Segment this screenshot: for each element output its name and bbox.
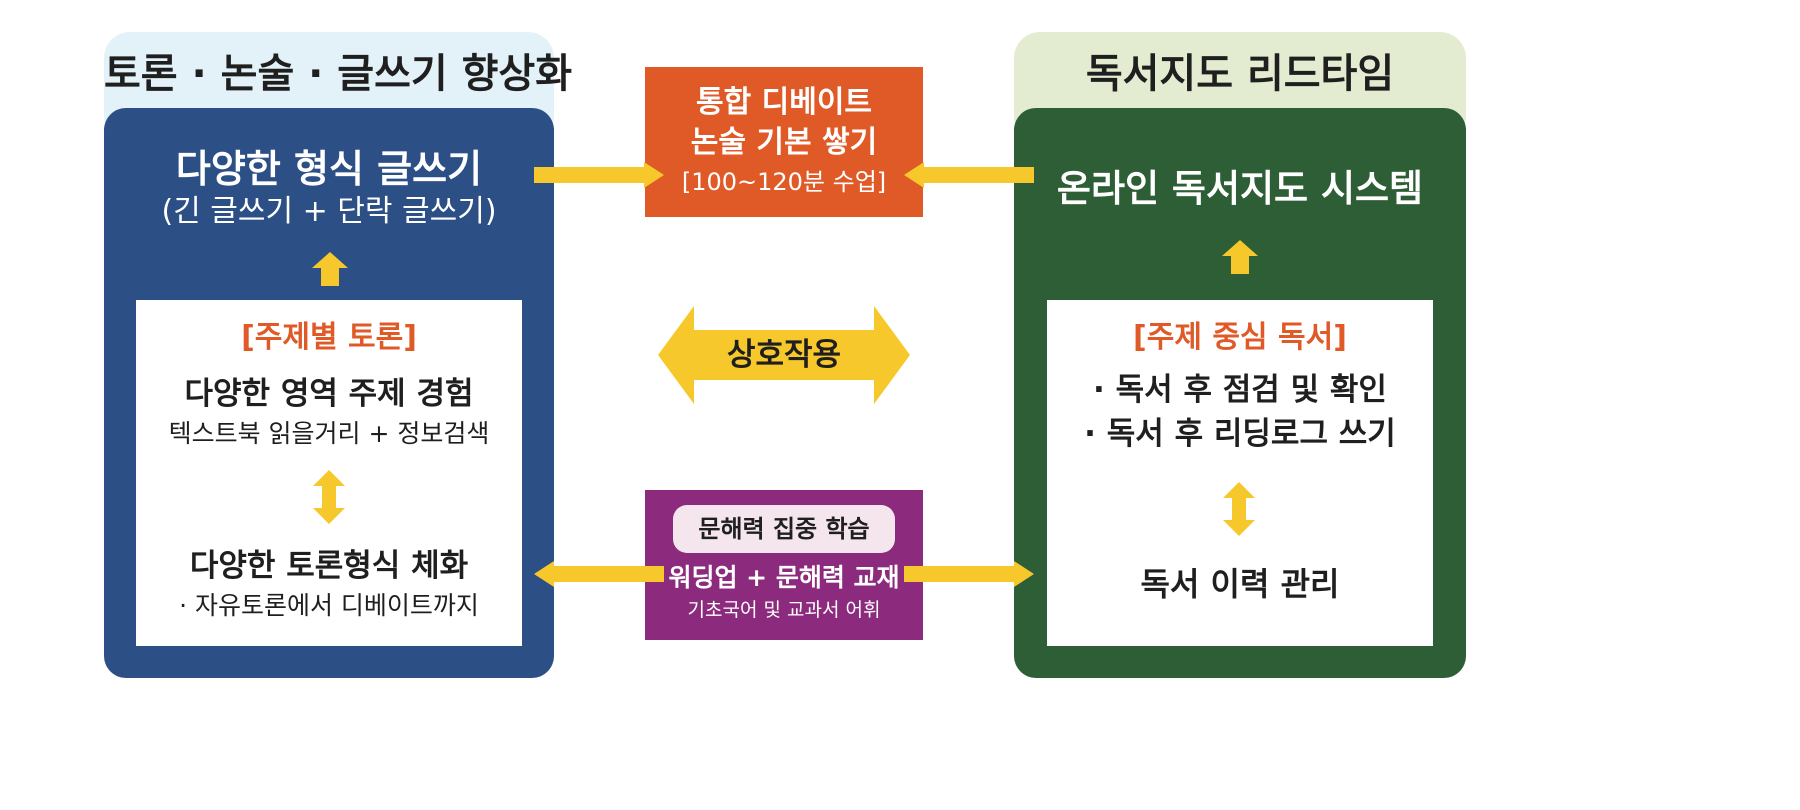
interaction-double-arrow-icon	[658, 306, 910, 404]
arrow-left-to-center-icon	[534, 162, 664, 188]
left-item1-sub: 텍스트북 읽을거리 + 정보검색	[168, 419, 490, 448]
right-inner-line1: · 독서 후 점검 및 확인	[1093, 372, 1387, 408]
left-inner-tag: [주제별 토론]	[241, 320, 417, 355]
right-up-arrow-icon	[1222, 240, 1258, 274]
left-panel-title: 토론 · 논술 · 글쓰기 향상화	[104, 51, 573, 97]
center-bottom-line2: 기초국어 및 교과서 어휘	[687, 599, 881, 621]
center-top-box	[645, 67, 923, 217]
left-up-arrow-icon	[312, 252, 348, 286]
right-inner-tag: [주제 중심 독서]	[1133, 320, 1347, 355]
right-inner-card	[1047, 300, 1433, 646]
left-item2-title: 다양한 토론형식 체화	[189, 548, 469, 584]
right-top-title: 온라인 독서지도 시스템	[1056, 167, 1424, 210]
left-top-title: 다양한 형식 글쓰기	[175, 147, 483, 191]
center-top-line3: [100~120분 수업]	[681, 168, 887, 196]
left-item2-sub: · 자유토론에서 디베이트까지	[179, 591, 479, 620]
right-updown-arrow-icon	[1223, 482, 1255, 536]
center-bottom-pill: 문해력 집중 학습	[673, 505, 895, 553]
center-top-line1: 통합 디베이트	[695, 85, 873, 120]
left-updown-arrow-icon	[313, 470, 345, 524]
center-top-line2: 논술 기본 쌓기	[690, 125, 878, 160]
right-inner-bottom: 독서 이력 관리	[1140, 565, 1340, 603]
right-panel-title: 독서지도 리드타임	[1085, 51, 1395, 97]
arrow-right-to-center-icon	[904, 162, 1034, 188]
interaction-label: 상호작용	[726, 337, 842, 373]
center-bottom-line1: 워딩업 + 문해력 교재	[668, 563, 900, 592]
right-inner-line2: · 독서 후 리딩로그 쓰기	[1084, 416, 1396, 452]
left-top-subtitle: (긴 글쓰기 + 단락 글쓰기)	[161, 194, 497, 229]
left-item1-title: 다양한 영역 주제 경험	[184, 376, 474, 412]
arrow-center-to-right-icon	[904, 561, 1034, 587]
arrow-center-to-left-icon	[534, 561, 664, 587]
